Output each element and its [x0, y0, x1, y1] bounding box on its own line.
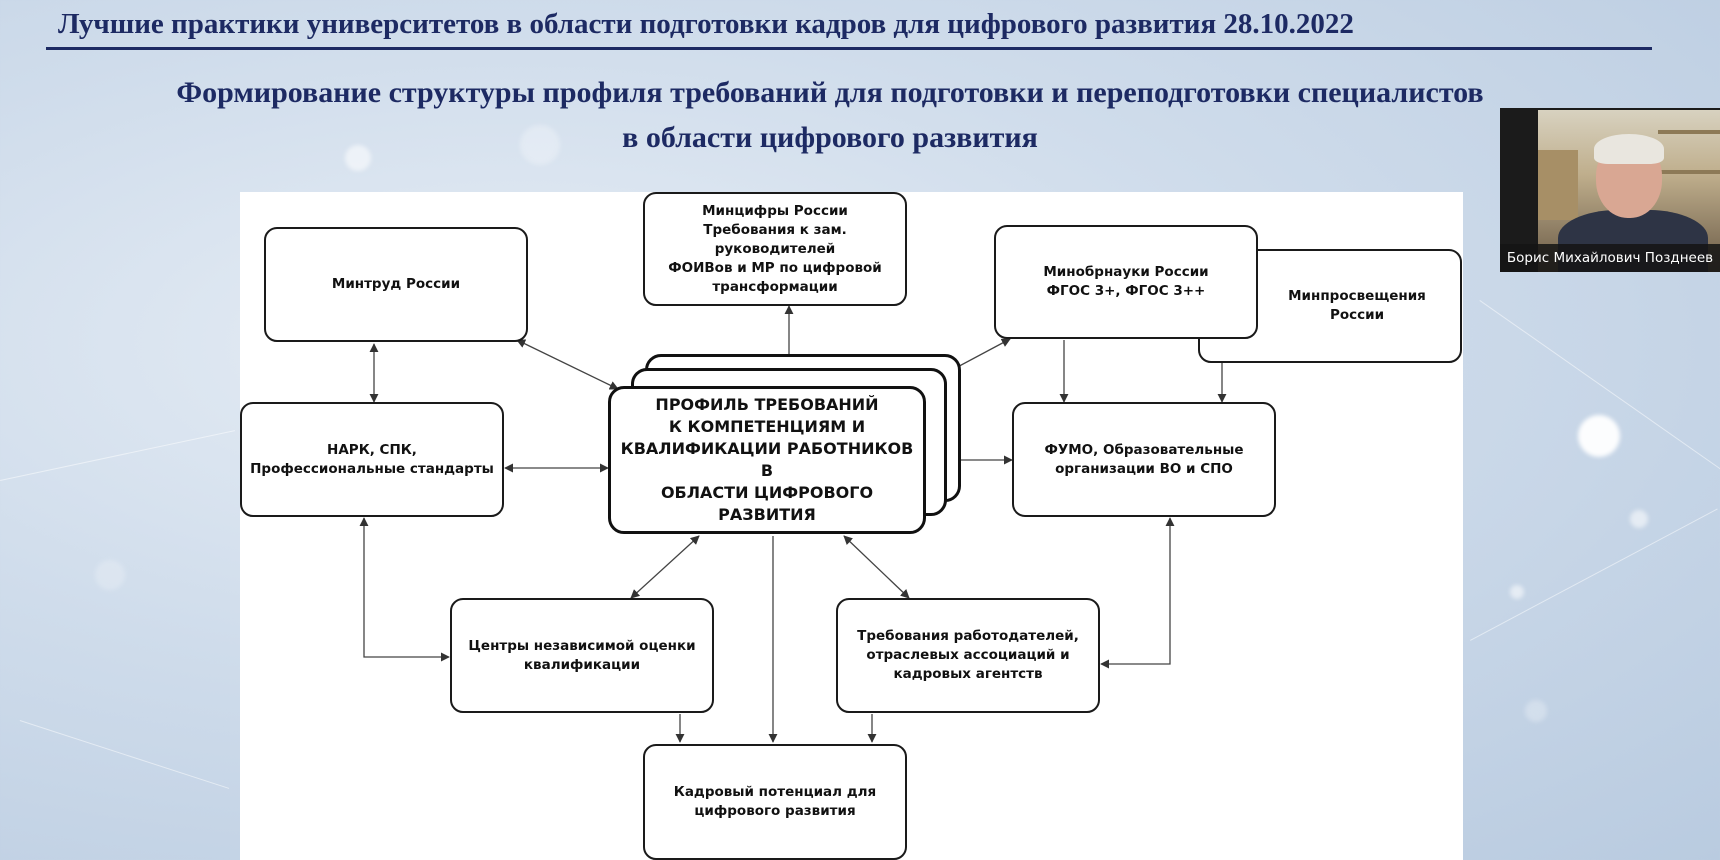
box-employers: Требования работодателей, отраслевых асс… — [836, 598, 1100, 713]
box-minobrnauki: Минобрнауки России ФГОС 3+, ФГОС 3++ — [994, 225, 1258, 339]
participant-video-tile[interactable]: Борис Михайлович Позднеев — [1500, 108, 1720, 272]
arrow-profile-centers — [630, 535, 700, 599]
participant-name-label: Борис Михайлович Позднеев — [1500, 244, 1720, 272]
arrow-mintrud-profile — [516, 339, 619, 390]
box-mintsifry: Минцифры России Требования к зам. руково… — [643, 192, 907, 306]
arrow-profile-employers — [843, 535, 910, 599]
slide-header: Лучшие практики университетов в области … — [58, 8, 1354, 40]
box-nark: НАРК, СПК, Профессиональные стандарты — [240, 402, 504, 517]
slide-title: Формирование структуры профиля требовани… — [40, 70, 1620, 160]
box-profile: ПРОФИЛЬ ТРЕБОВАНИЙ К КОМПЕТЕНЦИЯМ И КВАЛ… — [608, 386, 926, 534]
slide-title-line-2: в области цифрового развития — [622, 121, 1038, 154]
box-potential: Кадровый потенциал для цифрового развити… — [643, 744, 907, 860]
slide-title-line-1: Формирование структуры профиля требовани… — [176, 76, 1484, 109]
arrow-nark-centers — [359, 517, 450, 662]
box-fumo: ФУМО, Образовательные организации ВО и С… — [1012, 402, 1276, 517]
arrow-fumo-employers — [1100, 517, 1175, 669]
box-mintrud: Минтруд России — [264, 227, 528, 342]
diagram: Минтруд России Минцифры России Требовани… — [240, 192, 1463, 860]
header-divider — [46, 47, 1652, 50]
box-centers: Центры независимой оценки квалификации — [450, 598, 714, 713]
participant-hair — [1594, 134, 1664, 164]
